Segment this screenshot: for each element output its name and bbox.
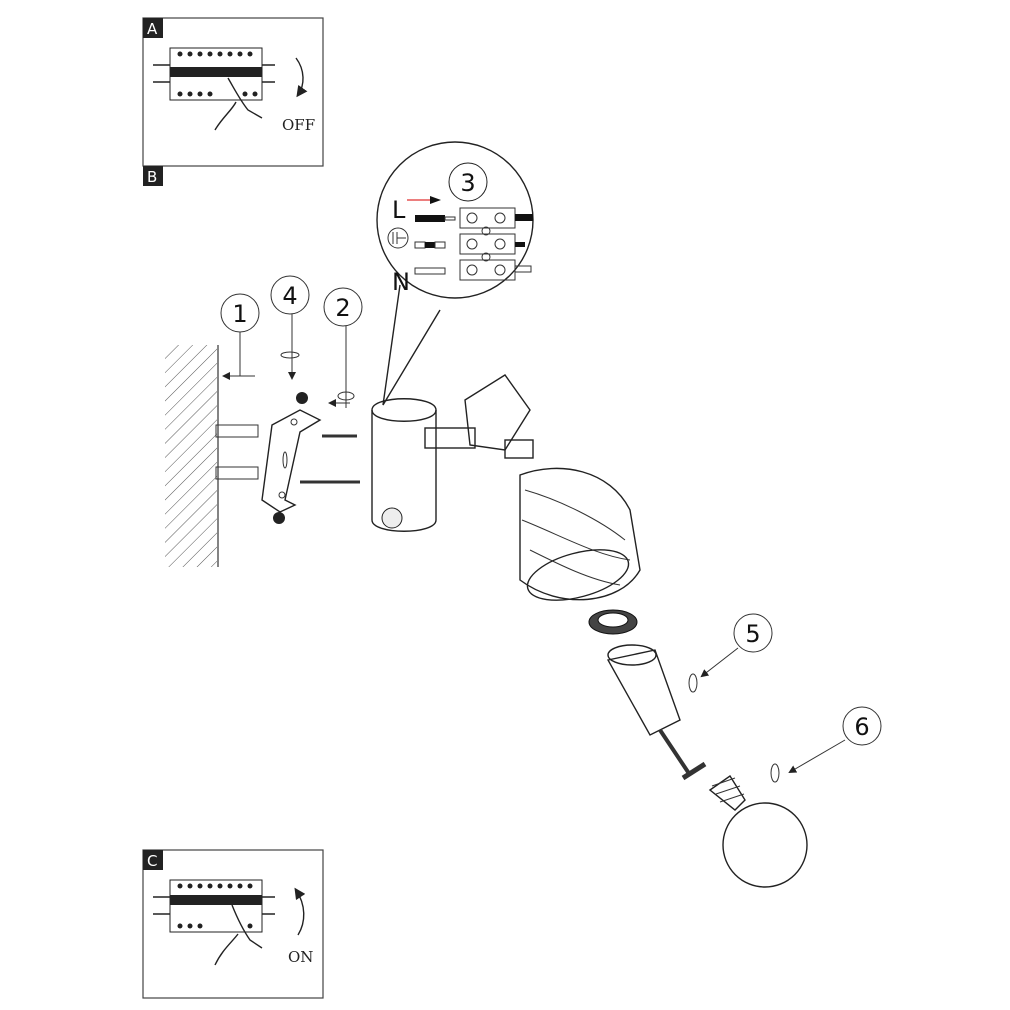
earth-ground-icon: [387, 227, 409, 249]
panel-a-state: OFF: [282, 116, 315, 134]
lamp-base: [371, 374, 534, 532]
neutral-label: N: [392, 268, 410, 296]
svg-text:4: 4: [282, 282, 297, 310]
svg-text:5: 5: [745, 620, 760, 648]
rotate-up-arrow-icon: [294, 887, 306, 936]
svg-text:6: 6: [854, 713, 869, 741]
step-1-marker: 1: [220, 293, 260, 380]
screws: [300, 434, 360, 484]
step-4-marker: 4: [270, 275, 310, 380]
wall-plugs: [215, 424, 259, 480]
terminal-block-icon: [414, 207, 533, 281]
panel-c-state: ON: [288, 948, 313, 966]
shade-ring: [588, 609, 638, 635]
panel-c-label: C: [147, 852, 157, 870]
rotate-down-arrow-icon: [295, 57, 308, 98]
light-bulb: [708, 775, 808, 888]
breaker-icon: [153, 47, 275, 131]
svg-text:1: 1: [232, 300, 247, 328]
wall: [165, 345, 217, 567]
live-label: L: [392, 196, 406, 224]
step-2-marker: 2: [323, 287, 363, 408]
panel-a-label: A: [147, 20, 158, 38]
step-5-marker: 5: [688, 613, 773, 693]
breaker-icon: [153, 879, 275, 966]
mounting-bracket: [261, 392, 322, 524]
svg-text:2: 2: [335, 294, 350, 322]
breaker-off-panel: A OFF B: [142, 17, 324, 186]
wiring-callout: 3 L N: [376, 141, 534, 406]
breaker-on-panel: C ON: [142, 849, 324, 999]
lamp-shade: [519, 467, 641, 601]
step-6-marker: 6: [770, 706, 882, 783]
lamp-socket: [606, 644, 707, 781]
step-3-label: 3: [460, 169, 475, 197]
panel-b-label: B: [147, 168, 157, 186]
